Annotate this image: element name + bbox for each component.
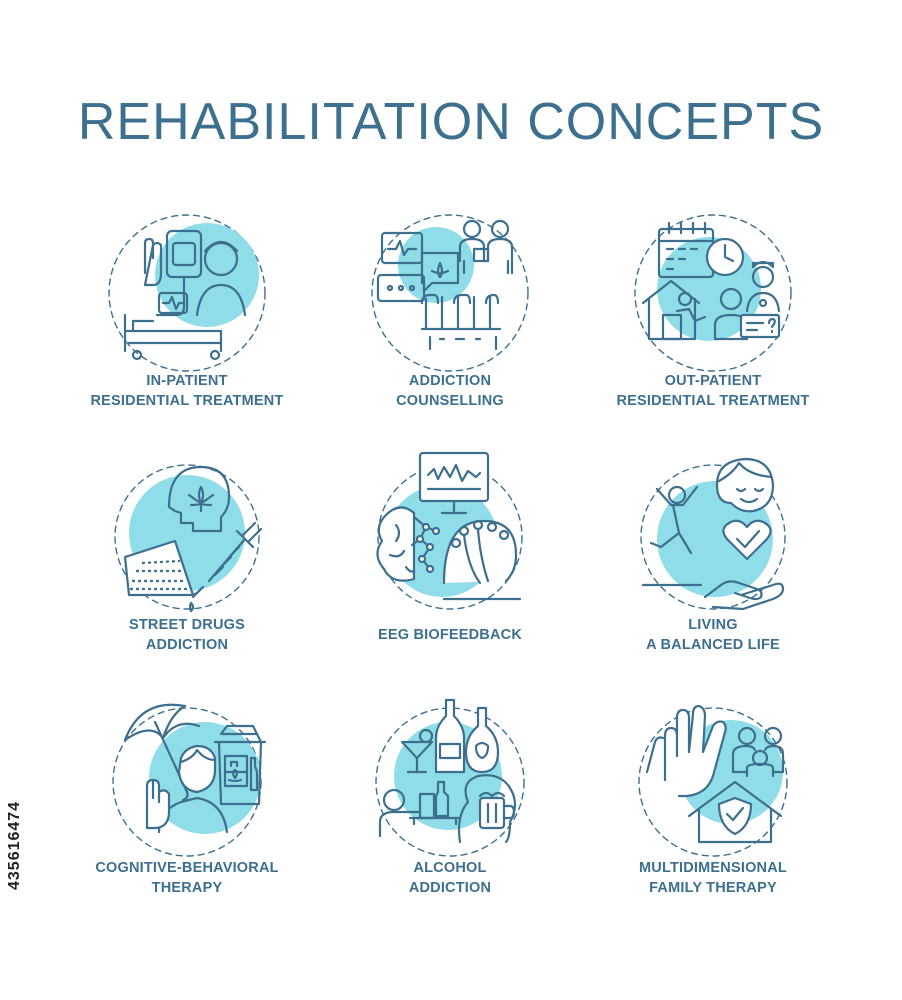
concept-card: EEG BIOFEEDBACK	[300, 445, 600, 665]
concept-label: OUT-PATIENT RESIDENTIAL TREATMENT	[616, 373, 810, 409]
alcohol-bottles-icon	[360, 692, 540, 872]
family-house-icon	[623, 692, 803, 872]
stock-id-watermark: 435616474	[6, 800, 23, 890]
concept-label: COGNITIVE-BEHAVIORAL THERAPY	[95, 860, 279, 896]
concept-card: IN-PATIENT RESIDENTIAL TREATMENT	[37, 195, 337, 425]
concept-label: ALCOHOL ADDICTION	[408, 860, 492, 896]
concept-label: MULTIDIMENSIONAL FAMILY THERAPY	[639, 860, 787, 896]
page-title: REHABILITATION CONCEPTS	[77, 93, 825, 151]
concept-card: ALCOHOL ADDICTION	[300, 690, 600, 910]
concept-label: ADDICTION COUNSELLING	[396, 373, 504, 409]
concept-label: LIVING A BALANCED LIFE	[646, 617, 780, 653]
balanced-life-icon	[623, 447, 803, 627]
eeg-monitor-icon	[360, 447, 540, 627]
concept-card: STREET DRUGS ADDICTION	[37, 445, 337, 665]
concept-card: ADDICTION COUNSELLING	[300, 195, 600, 425]
concept-label: STREET DRUGS ADDICTION	[129, 617, 245, 653]
concept-label: IN-PATIENT RESIDENTIAL TREATMENT	[90, 373, 284, 409]
concept-card: OUT-PATIENT RESIDENTIAL TREATMENT	[563, 195, 863, 425]
hospital-bed-icon	[97, 203, 277, 383]
counselling-icon	[360, 203, 540, 383]
umbrella-shield-icon	[97, 692, 277, 872]
concept-card: COGNITIVE-BEHAVIORAL THERAPY	[37, 690, 337, 910]
syringe-head-icon	[97, 447, 277, 627]
calendar-clock-icon	[623, 203, 803, 383]
concept-label: EEG BIOFEEDBACK	[378, 627, 522, 643]
concept-card: LIVING A BALANCED LIFE	[563, 445, 863, 665]
concept-card: MULTIDIMENSIONAL FAMILY THERAPY	[563, 690, 863, 910]
